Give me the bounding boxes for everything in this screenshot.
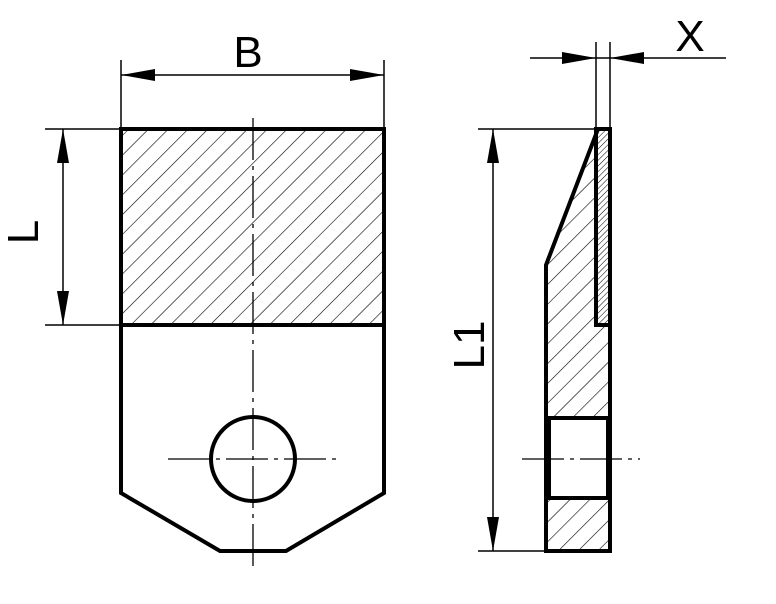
dimension-l1: L1 [445,128,598,552]
cutting-insert-outline [594,127,612,327]
dimension-label-b: B [233,28,262,77]
dimension-label-l: L [0,220,48,244]
side-hole-section [547,416,610,500]
side-lower-hatch [546,498,610,551]
dimension-l: L [0,128,121,326]
dimension-x: X [530,12,726,129]
dimension-b: B [120,28,385,129]
cutting-insert [596,129,610,325]
dimension-label-l1: L1 [445,321,494,370]
dimension-label-x: X [675,12,704,61]
front-view [119,118,386,570]
side-view [522,127,640,553]
